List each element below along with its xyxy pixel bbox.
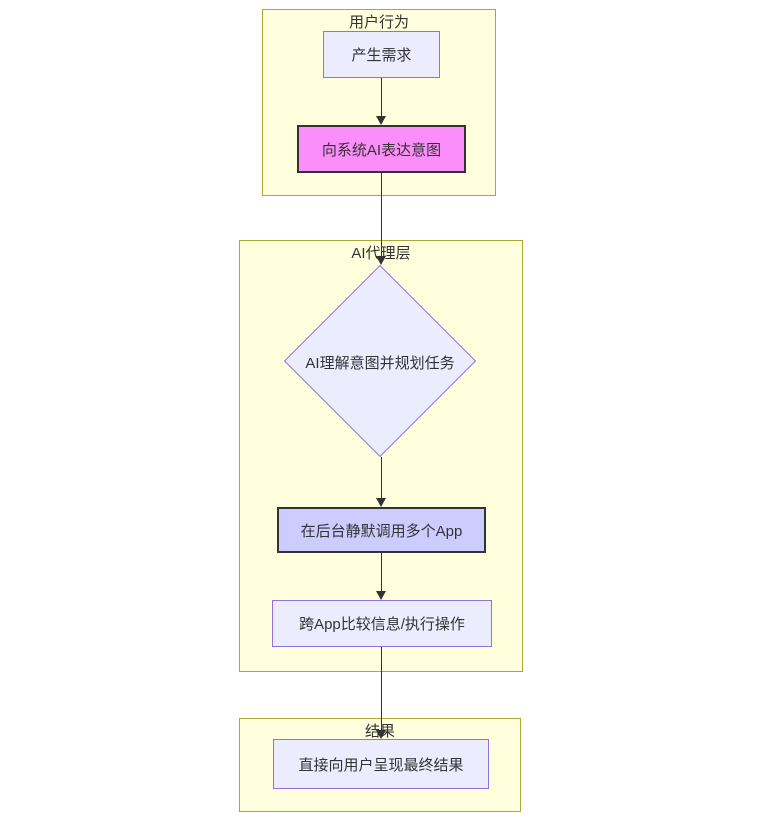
node-compare-and-execute: 跨App比较信息/执行操作: [272, 600, 492, 647]
arrowhead-icon: [376, 730, 386, 739]
edge-b-c-line: [380, 173, 382, 256]
arrowhead-icon: [376, 498, 386, 507]
arrowhead-icon: [376, 256, 386, 265]
node-compare-and-execute-label: 跨App比较信息/执行操作: [299, 616, 465, 633]
node-call-multiple-apps: 在后台静默调用多个App: [277, 507, 486, 553]
edge-a-b-line: [380, 78, 382, 116]
node-present-final-result-label: 直接向用户呈现最终结果: [298, 756, 464, 774]
edge-c-d-line: [380, 457, 382, 498]
node-understand-and-plan-label: AI理解意图并规划任务: [305, 355, 455, 372]
cluster-user-behavior-title: 用户行为: [348, 14, 409, 31]
arrowhead-icon: [376, 116, 386, 125]
node-call-multiple-apps-label: 在后台静默调用多个App: [300, 522, 463, 540]
node-generate-demand-label: 产生需求: [351, 47, 412, 64]
node-express-intent-label: 向系统AI表达意图: [321, 141, 442, 159]
edge-d-e-line: [380, 553, 382, 591]
arrowhead-icon: [376, 591, 386, 600]
node-express-intent: 向系统AI表达意图: [297, 125, 466, 173]
node-present-final-result: 直接向用户呈现最终结果: [273, 739, 489, 789]
node-generate-demand: 产生需求: [323, 31, 440, 78]
edge-e-f-line: [380, 647, 382, 730]
